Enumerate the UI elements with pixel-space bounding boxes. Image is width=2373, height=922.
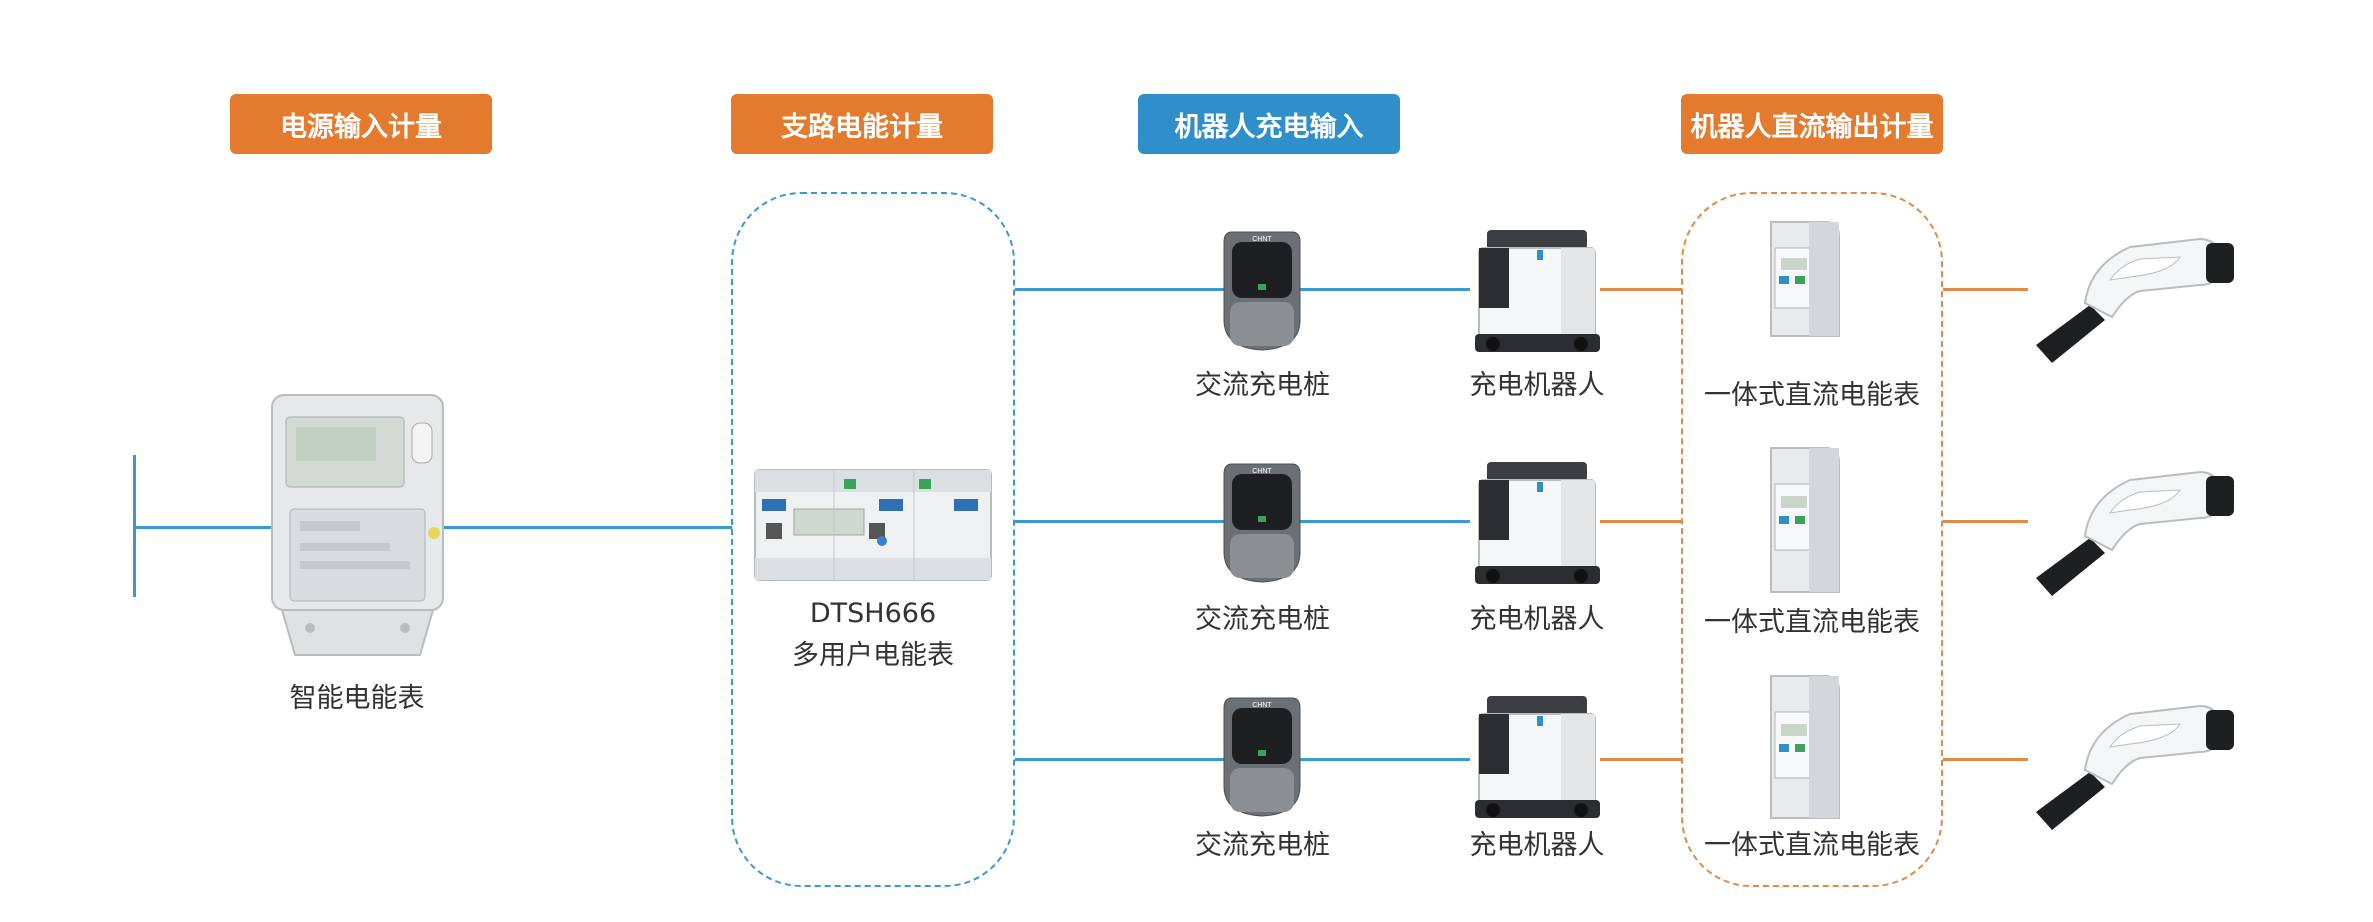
- line-meter-to-branch: [435, 526, 732, 529]
- svg-text:CHNT: CHNT: [1252, 702, 1272, 709]
- multi-user-meter-model: DTSH666: [809, 598, 937, 629]
- ac-pile-label-row2: 交流充电桩: [1195, 604, 1330, 635]
- header-power-input: 电源输入计量: [230, 94, 492, 154]
- line-source-to-meter: [135, 526, 275, 529]
- ac-pile-label-row1: 交流充电桩: [1195, 370, 1330, 401]
- header-robot-input: 机器人充电输入: [1138, 94, 1400, 154]
- dc-meter-label-row2: 一体式直流电能表: [1704, 607, 1920, 638]
- charging-robot-icon: [1475, 462, 1600, 584]
- charging-gun-icon: [2036, 704, 2234, 830]
- dc-meter-label-row1: 一体式直流电能表: [1704, 380, 1920, 411]
- line-dc-to-gun-row2: [1943, 520, 2028, 523]
- branch-group-box: [731, 192, 1015, 887]
- robot-label-row3: 充电机器人: [1469, 830, 1605, 861]
- svg-text:CHNT: CHNT: [1252, 468, 1272, 475]
- header-dc-output: 机器人直流输出计量: [1681, 94, 1943, 154]
- robot-label-row1: 充电机器人: [1469, 370, 1605, 401]
- svg-text:CHNT: CHNT: [1252, 236, 1272, 243]
- multi-user-meter-name: 多用户电能表: [792, 640, 954, 671]
- dc-meter-icon: [1770, 221, 1840, 337]
- line-dc-to-gun-row3: [1943, 758, 2028, 761]
- dc-meter-group-box: [1681, 192, 1943, 887]
- ac-charging-pile-icon: CHNT: [1223, 231, 1301, 351]
- line-robot-to-dc-row1: [1600, 288, 1682, 291]
- dc-meter-icon: [1770, 675, 1840, 819]
- dc-meter-icon: [1770, 447, 1840, 593]
- power-source-bar: [133, 455, 136, 597]
- multi-user-meter-icon: [754, 469, 992, 581]
- charging-robot-icon: [1475, 230, 1600, 352]
- smart-meter-label: 智能电能表: [289, 683, 425, 714]
- charging-robot-icon: [1475, 696, 1600, 818]
- smart-meter-icon: [271, 394, 444, 656]
- line-dc-to-gun-row1: [1943, 288, 2028, 291]
- line-robot-to-dc-row3: [1600, 758, 1682, 761]
- header-branch-metering: 支路电能计量: [731, 94, 993, 154]
- ac-charging-pile-icon: CHNT: [1223, 463, 1301, 583]
- ac-charging-pile-icon: CHNT: [1223, 697, 1301, 817]
- ac-pile-label-row3: 交流充电桩: [1195, 830, 1330, 861]
- line-robot-to-dc-row2: [1600, 520, 1682, 523]
- charging-gun-icon: [2036, 237, 2234, 363]
- robot-label-row2: 充电机器人: [1469, 604, 1605, 635]
- dc-meter-label-row3: 一体式直流电能表: [1704, 830, 1920, 861]
- charging-gun-icon: [2036, 470, 2234, 596]
